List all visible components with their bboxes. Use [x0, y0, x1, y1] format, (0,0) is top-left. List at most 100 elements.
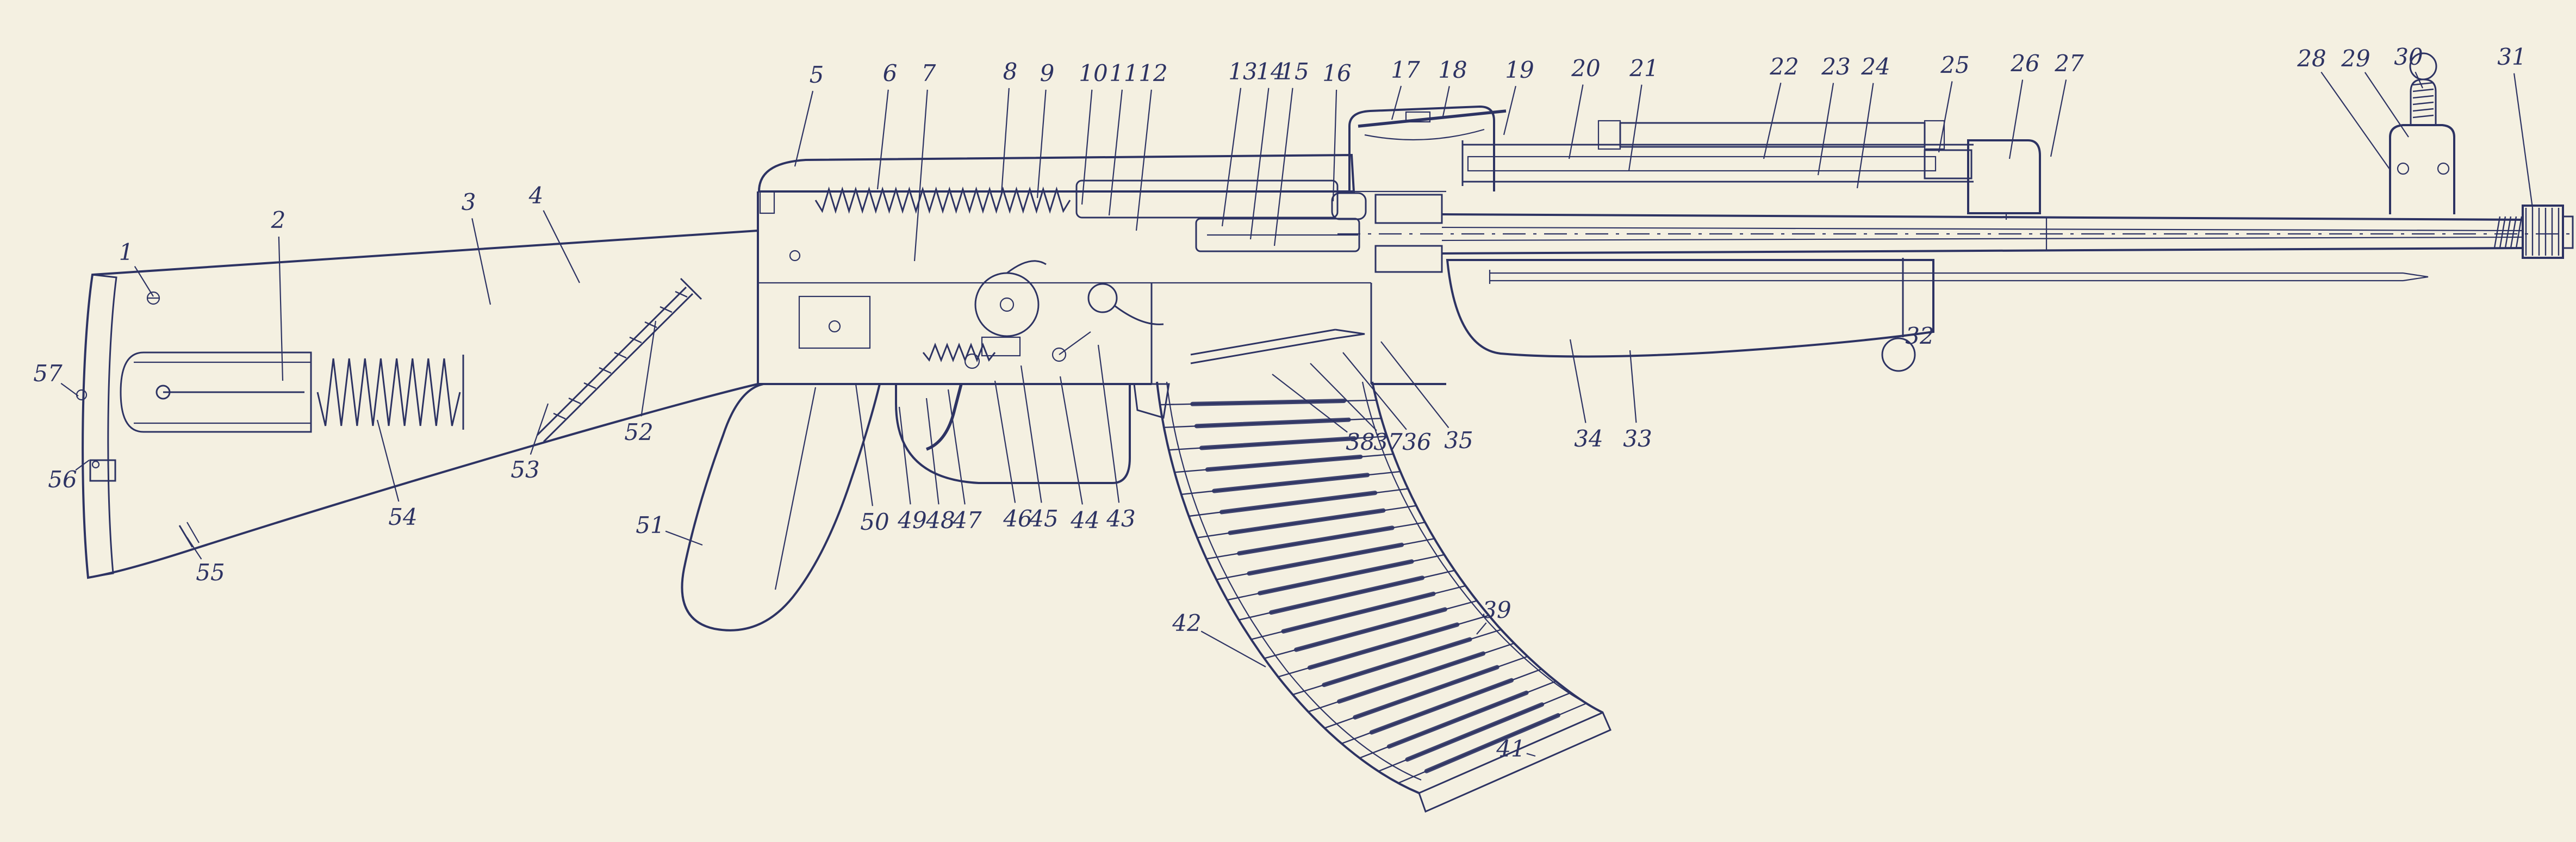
leader-line-10: [1081, 89, 1093, 205]
leader-line-21: [1628, 84, 1642, 171]
butt-trap-door: [89, 459, 116, 482]
leader-line-52: [640, 320, 657, 417]
muzzle-thread: [2504, 216, 2512, 249]
callout-39: 39: [1482, 597, 1511, 623]
magazine-inner-wall-inner-line: [1361, 381, 1590, 705]
magazine-cartridge: [1353, 665, 1499, 720]
grip-group: [681, 383, 881, 632]
magazine-cartridge: [1212, 473, 1370, 493]
magazine-cartridge: [1228, 508, 1386, 535]
front-sight-post-thread: [2412, 82, 2434, 86]
leader-line-33: [1629, 350, 1637, 423]
toe-screw-b: [186, 522, 200, 543]
leader-line-1: [134, 265, 154, 297]
stock-bolt-thread: [675, 290, 688, 298]
leader-line-56: [75, 460, 90, 471]
leader-line-54: [376, 419, 400, 502]
leader-line-44: [1059, 376, 1083, 505]
callout-53: 53: [511, 456, 539, 483]
magazine-cartridge: [1190, 399, 1346, 406]
leader-line-34: [1569, 339, 1586, 423]
callout-31: 31: [2497, 44, 2526, 70]
muzzle-thread: [2499, 216, 2506, 249]
callout-13: 13: [1228, 58, 1257, 85]
front-sight-post-thread: [2412, 114, 2434, 119]
upper-handguard-rear-ferrule: [1597, 120, 1621, 150]
leader-line-22: [1763, 83, 1782, 159]
leader-line-28: [2320, 71, 2391, 170]
leader-line-42: [1200, 630, 1266, 667]
magazine-cartridge: [1424, 713, 1560, 773]
safety-lever: [1114, 305, 1164, 325]
callout-27: 27: [2054, 50, 2084, 77]
generated-details-group: [553, 82, 2560, 420]
grip-screw: [774, 387, 817, 590]
leader-line-48: [925, 398, 939, 505]
stock-bolt-thread: [568, 397, 581, 405]
callout-37: 37: [1373, 429, 1403, 455]
leader-line-41: [1526, 753, 1536, 757]
callout-19: 19: [1505, 57, 1534, 83]
stock-bolt-b: [543, 293, 694, 443]
callout-10: 10: [1079, 60, 1107, 86]
magazine-cartridge: [1194, 417, 1351, 429]
front-sight-post-thread: [2412, 101, 2434, 106]
front-sight-group: [2389, 52, 2574, 259]
leader-line-13: [1221, 88, 1242, 227]
callout-55: 55: [196, 559, 225, 586]
leader-line-31: [2513, 73, 2534, 208]
chambered-cartridge-top: [1190, 329, 1336, 356]
gas-piston-head: [1924, 149, 1973, 179]
callout-1: 1: [119, 239, 134, 265]
magazine-cartridge: [1247, 542, 1404, 576]
leader-line-7: [913, 89, 928, 262]
callout-49: 49: [897, 507, 926, 534]
gas-piston-rod: [1467, 156, 1937, 172]
callout-23: 23: [1821, 53, 1850, 80]
leader-line-23: [1817, 83, 1834, 176]
leader-line-16: [1332, 89, 1337, 202]
magazine-cartridge: [1205, 454, 1363, 472]
front-sight-cross-pin-right: [2437, 162, 2450, 175]
hammer-spur: [1006, 260, 1047, 274]
magazine-cartridge: [1199, 436, 1357, 450]
callout-52: 52: [624, 419, 653, 445]
magazine-cartridge: [1258, 559, 1414, 596]
rear-sight-block: [1348, 105, 1495, 191]
leader-line-6: [876, 89, 889, 190]
leader-line-39: [1476, 622, 1487, 635]
leader-line-43: [1097, 344, 1120, 503]
stock-bolt-thread: [599, 367, 612, 374]
leader-line-46: [994, 380, 1016, 503]
front-sight-post-thread: [2412, 88, 2434, 92]
muzzle-thread: [2510, 216, 2517, 249]
callout-14: 14: [1256, 58, 1285, 85]
callout-32: 32: [1905, 323, 1934, 349]
stock-bolt-thread: [553, 412, 566, 420]
callout-24: 24: [1861, 53, 1890, 80]
leader-line-38: [1272, 374, 1348, 433]
stock-bolt-thread: [629, 336, 642, 344]
pistol-grip: [681, 383, 881, 632]
callout-26: 26: [2010, 50, 2039, 77]
callout-38: 38: [1346, 429, 1374, 455]
leader-line-12: [1135, 89, 1152, 231]
leader-line-50: [855, 383, 873, 506]
leader-line-37: [1310, 363, 1377, 431]
magazine-cartridge: [1386, 690, 1529, 749]
callout-12: 12: [1138, 60, 1167, 86]
callout-57: 57: [33, 360, 63, 387]
callout-36: 36: [1402, 429, 1431, 455]
cleaning-rod-tip: [2403, 272, 2429, 282]
leader-line-11: [1108, 89, 1123, 216]
callout-45: 45: [1029, 505, 1058, 532]
callout-47: 47: [952, 507, 982, 534]
leader-line-35: [1380, 341, 1449, 429]
leader-line-26: [2008, 79, 2024, 159]
front-sight-post-thread: [2412, 95, 2434, 99]
magazine-cartridge: [1369, 678, 1514, 735]
leader-line-19: [1503, 85, 1516, 135]
leader-line-27: [2050, 79, 2067, 157]
leader-line-55: [186, 537, 202, 560]
